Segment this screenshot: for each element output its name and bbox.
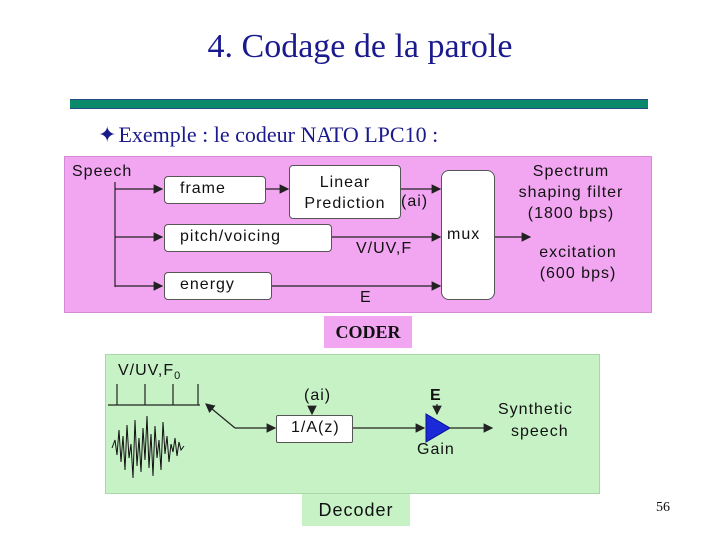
pitch-voicing-block: pitch/voicing: [164, 224, 332, 252]
decoder-vuv-subscript: 0: [174, 370, 182, 383]
decoder-e-label: E: [430, 387, 442, 404]
synthetic-speech-line2: speech: [511, 423, 569, 440]
frame-label: frame: [180, 180, 226, 197]
decoder-ai-label: (ai): [304, 387, 332, 404]
lp-line1: Linear: [319, 174, 371, 191]
energy-label: energy: [180, 276, 235, 293]
out-excitation-line1: excitation: [539, 244, 617, 261]
out-spectrum-line2: shaping filter: [518, 184, 624, 201]
bullet-star-icon: ✦: [98, 122, 117, 147]
slide-title: 4. Codage de la parole: [207, 28, 513, 65]
title-divider: [70, 99, 648, 109]
page-number: 56: [656, 500, 670, 515]
bullet-label: Exemple : le codeur NATO LPC10 :: [118, 122, 439, 147]
lp-line2: Prediction: [304, 195, 386, 212]
speech-input-label: Speech: [72, 163, 133, 180]
decoder-vuv-label: V/UV,F0: [118, 362, 181, 382]
mux-block: [441, 170, 495, 300]
ai-label: (ai): [401, 193, 429, 210]
synthesis-filter-block: 1/A(z): [276, 415, 353, 443]
synthesis-filter-label: 1/A(z): [291, 419, 340, 436]
frame-block: frame: [164, 176, 266, 204]
out-excitation-line2: (600 bps): [539, 265, 617, 282]
out-spectrum-line1: Spectrum: [532, 163, 610, 180]
decoder-caption: Decoder: [302, 494, 410, 526]
coder-caption: CODER: [324, 316, 412, 348]
synthetic-speech-line1: Synthetic: [498, 401, 573, 418]
vuv-label: V/UV,F: [356, 240, 413, 257]
pitch-voicing-label: pitch/voicing: [180, 228, 282, 245]
out-spectrum-line3: (1800 bps): [527, 205, 615, 222]
bullet-text: ✦Exemple : le codeur NATO LPC10 :: [98, 122, 438, 148]
mux-label: mux: [447, 226, 481, 243]
linear-prediction-block: Linear Prediction: [289, 165, 401, 219]
gain-label: Gain: [417, 441, 455, 458]
gain-triangle-icon: [425, 413, 451, 443]
energy-block: energy: [164, 272, 272, 300]
e-label: E: [360, 289, 372, 306]
decoder-vuv-text: V/UV,F: [118, 362, 175, 379]
